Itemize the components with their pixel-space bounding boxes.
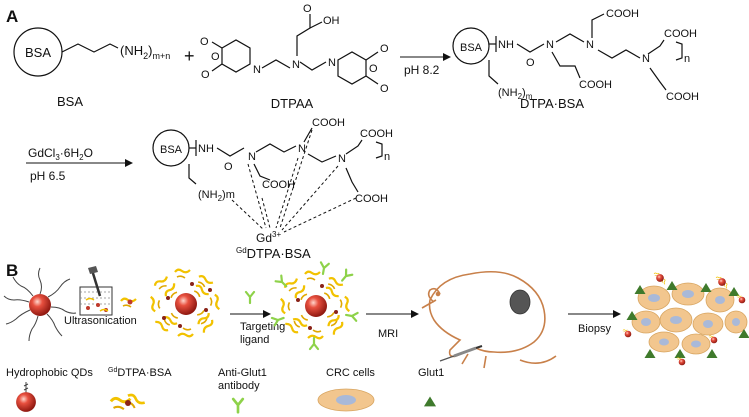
step-mri: MRI: [378, 328, 398, 340]
svg-text:O: O: [224, 161, 233, 173]
legend: Hydrophobic QDs GdDTPA·BSA Anti-Glut1 an…: [6, 367, 444, 414]
bsa-circle-label: BSA: [25, 45, 51, 60]
svg-text:OH: OH: [323, 15, 340, 27]
svg-text:O: O: [369, 63, 378, 75]
coordination-bond: [247, 163, 267, 229]
syringe-icon: [439, 345, 483, 362]
coordination-bond: [283, 197, 357, 233]
svg-text:N: N: [248, 151, 256, 163]
gd-dtpa-bsa-name: GdDTPA·BSA: [236, 246, 311, 261]
amine-m: (NH2)m: [498, 87, 533, 101]
svg-text:N: N: [292, 59, 300, 71]
legend-glut1-label: Glut1: [418, 367, 444, 379]
gd-dtpa-bsa-product: BSA NH O N COOH N COOH N COOH n COOH (NH…: [152, 117, 393, 261]
step-biopsy: Biopsy: [578, 323, 612, 335]
svg-text:O: O: [380, 43, 389, 55]
plus-sign: +: [184, 46, 195, 66]
svg-text:N: N: [546, 39, 554, 51]
amine-group: (NH2)m+n: [120, 43, 170, 61]
svg-text:O: O: [201, 69, 210, 81]
panel-b-label: B: [6, 261, 18, 280]
dtpa-bsa-product: BSA NH O N COOH N COOH N COOH n COOH (NH…: [452, 8, 699, 111]
step-targeting-2: ligand: [240, 334, 269, 346]
svg-text:O: O: [526, 57, 535, 69]
svg-text:NH: NH: [198, 143, 214, 155]
coordination-bond: [279, 129, 313, 229]
svg-text:BSA: BSA: [160, 144, 183, 156]
condition-ph-8-2: pH 8.2: [404, 63, 440, 77]
panel-a-label: A: [6, 7, 18, 26]
svg-text:COOH: COOH: [666, 91, 699, 103]
svg-text:COOH: COOH: [355, 193, 388, 205]
legend-antibody-label-1: Anti-Glut1: [218, 367, 267, 379]
legend-qd-icon: [16, 382, 36, 412]
svg-text:N: N: [253, 64, 261, 76]
ultrasonication-beaker: [79, 266, 138, 316]
legend-glut1-icon: [423, 396, 437, 407]
step-ultrasonication: Ultrasonication: [64, 315, 137, 327]
svg-text:COOH: COOH: [606, 8, 639, 20]
amine-m: (NH2)m: [198, 189, 235, 203]
bsa-coated-qd: [149, 268, 221, 338]
legend-qds-label: Hydrophobic QDs: [6, 367, 93, 379]
legend-bsa-fiber-icon: [109, 392, 147, 413]
coordination-bond: [281, 165, 339, 231]
targeted-probe: [270, 261, 359, 351]
right-anhydride-ring: [337, 51, 367, 85]
svg-text:N: N: [642, 53, 650, 65]
coordination-bond: [231, 199, 265, 231]
legend-gd-dtpa-bsa-label: GdDTPA·BSA: [108, 367, 172, 379]
dtpa-bsa-name: DTPA·BSA: [520, 96, 584, 111]
svg-text:N: N: [328, 57, 336, 69]
svg-text:COOH: COOH: [312, 117, 345, 129]
svg-text:COOH: COOH: [579, 79, 612, 91]
coordination-bond: [261, 197, 271, 229]
mouse-illustration: [421, 270, 557, 369]
svg-text:N: N: [298, 143, 306, 155]
reagent-gdcl3: GdCl3·6H2O: [28, 146, 93, 162]
svg-text:N: N: [338, 153, 346, 165]
svg-text:n: n: [384, 151, 390, 163]
dtpaa-name: DTPAA: [271, 96, 314, 111]
step-targeting-1: Targeting: [240, 321, 285, 333]
svg-text:COOH: COOH: [262, 179, 295, 191]
coordination-bond: [275, 157, 299, 229]
svg-text:n: n: [684, 53, 690, 65]
svg-text:O: O: [380, 83, 389, 95]
left-anhydride-ring: [221, 39, 251, 73]
cell-cluster: [622, 272, 749, 366]
hydrophobic-qd: [3, 267, 77, 342]
svg-text:O: O: [303, 3, 312, 15]
condition-ph-6-5: pH 6.5: [30, 169, 66, 183]
gd-ion: Gd3+: [256, 230, 281, 245]
antibody-icon: [244, 290, 256, 305]
svg-text:COOH: COOH: [360, 128, 393, 140]
svg-text:O: O: [200, 36, 209, 48]
bsa-name: BSA: [57, 94, 83, 109]
bsa-reactant: BSA (NH2)m+n BSA: [13, 27, 170, 109]
legend-antibody-label-2: antibody: [218, 380, 260, 392]
svg-text:COOH: COOH: [664, 28, 697, 40]
legend-cells-label: CRC cells: [326, 367, 375, 379]
alkyl-chain: [61, 43, 119, 53]
dtpaa-structure: O O O N N O OH N O O O DTPAA: [200, 3, 389, 111]
svg-text:O: O: [211, 51, 220, 63]
bsa-circle: [452, 27, 490, 65]
legend-cell-icon: [317, 388, 375, 412]
legend-antibody-icon: [231, 397, 245, 414]
svg-text:BSA: BSA: [460, 42, 483, 54]
svg-text:N: N: [586, 39, 594, 51]
tumor-icon: [509, 289, 531, 315]
svg-text:NH: NH: [498, 39, 514, 51]
